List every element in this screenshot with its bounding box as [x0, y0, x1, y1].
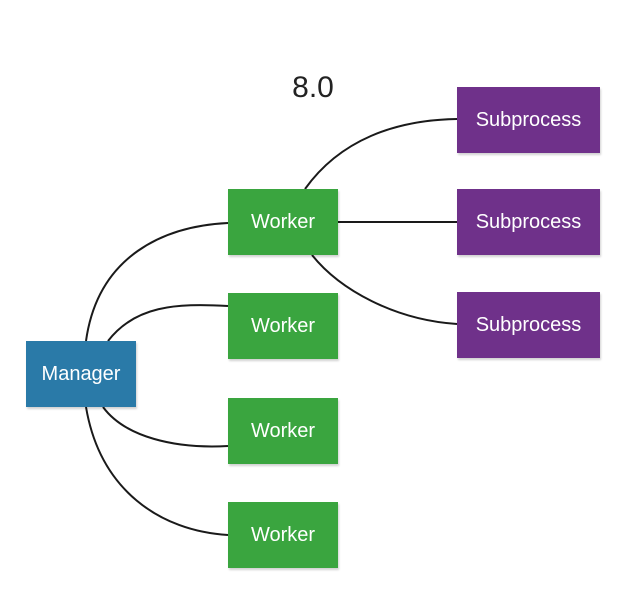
- connector-manager-worker-4: [85, 406, 229, 536]
- connector-manager-worker-2: [107, 304, 229, 342]
- worker-node: Worker: [228, 293, 338, 359]
- subprocess-node: Subprocess: [457, 87, 600, 153]
- subprocess-node: Subprocess: [457, 292, 600, 358]
- manager-node: Manager: [26, 341, 136, 407]
- worker-node: Worker: [228, 189, 338, 255]
- worker-node: Worker: [228, 502, 338, 568]
- connector-worker-subprocess-3: [311, 254, 458, 325]
- connector-manager-worker-1: [85, 222, 229, 342]
- connector-manager-worker-3: [102, 406, 229, 448]
- connector-worker-subprocess-1: [304, 118, 458, 190]
- worker-node: Worker: [228, 398, 338, 464]
- diagram-title: 8.0: [292, 71, 334, 104]
- subprocess-node: Subprocess: [457, 189, 600, 255]
